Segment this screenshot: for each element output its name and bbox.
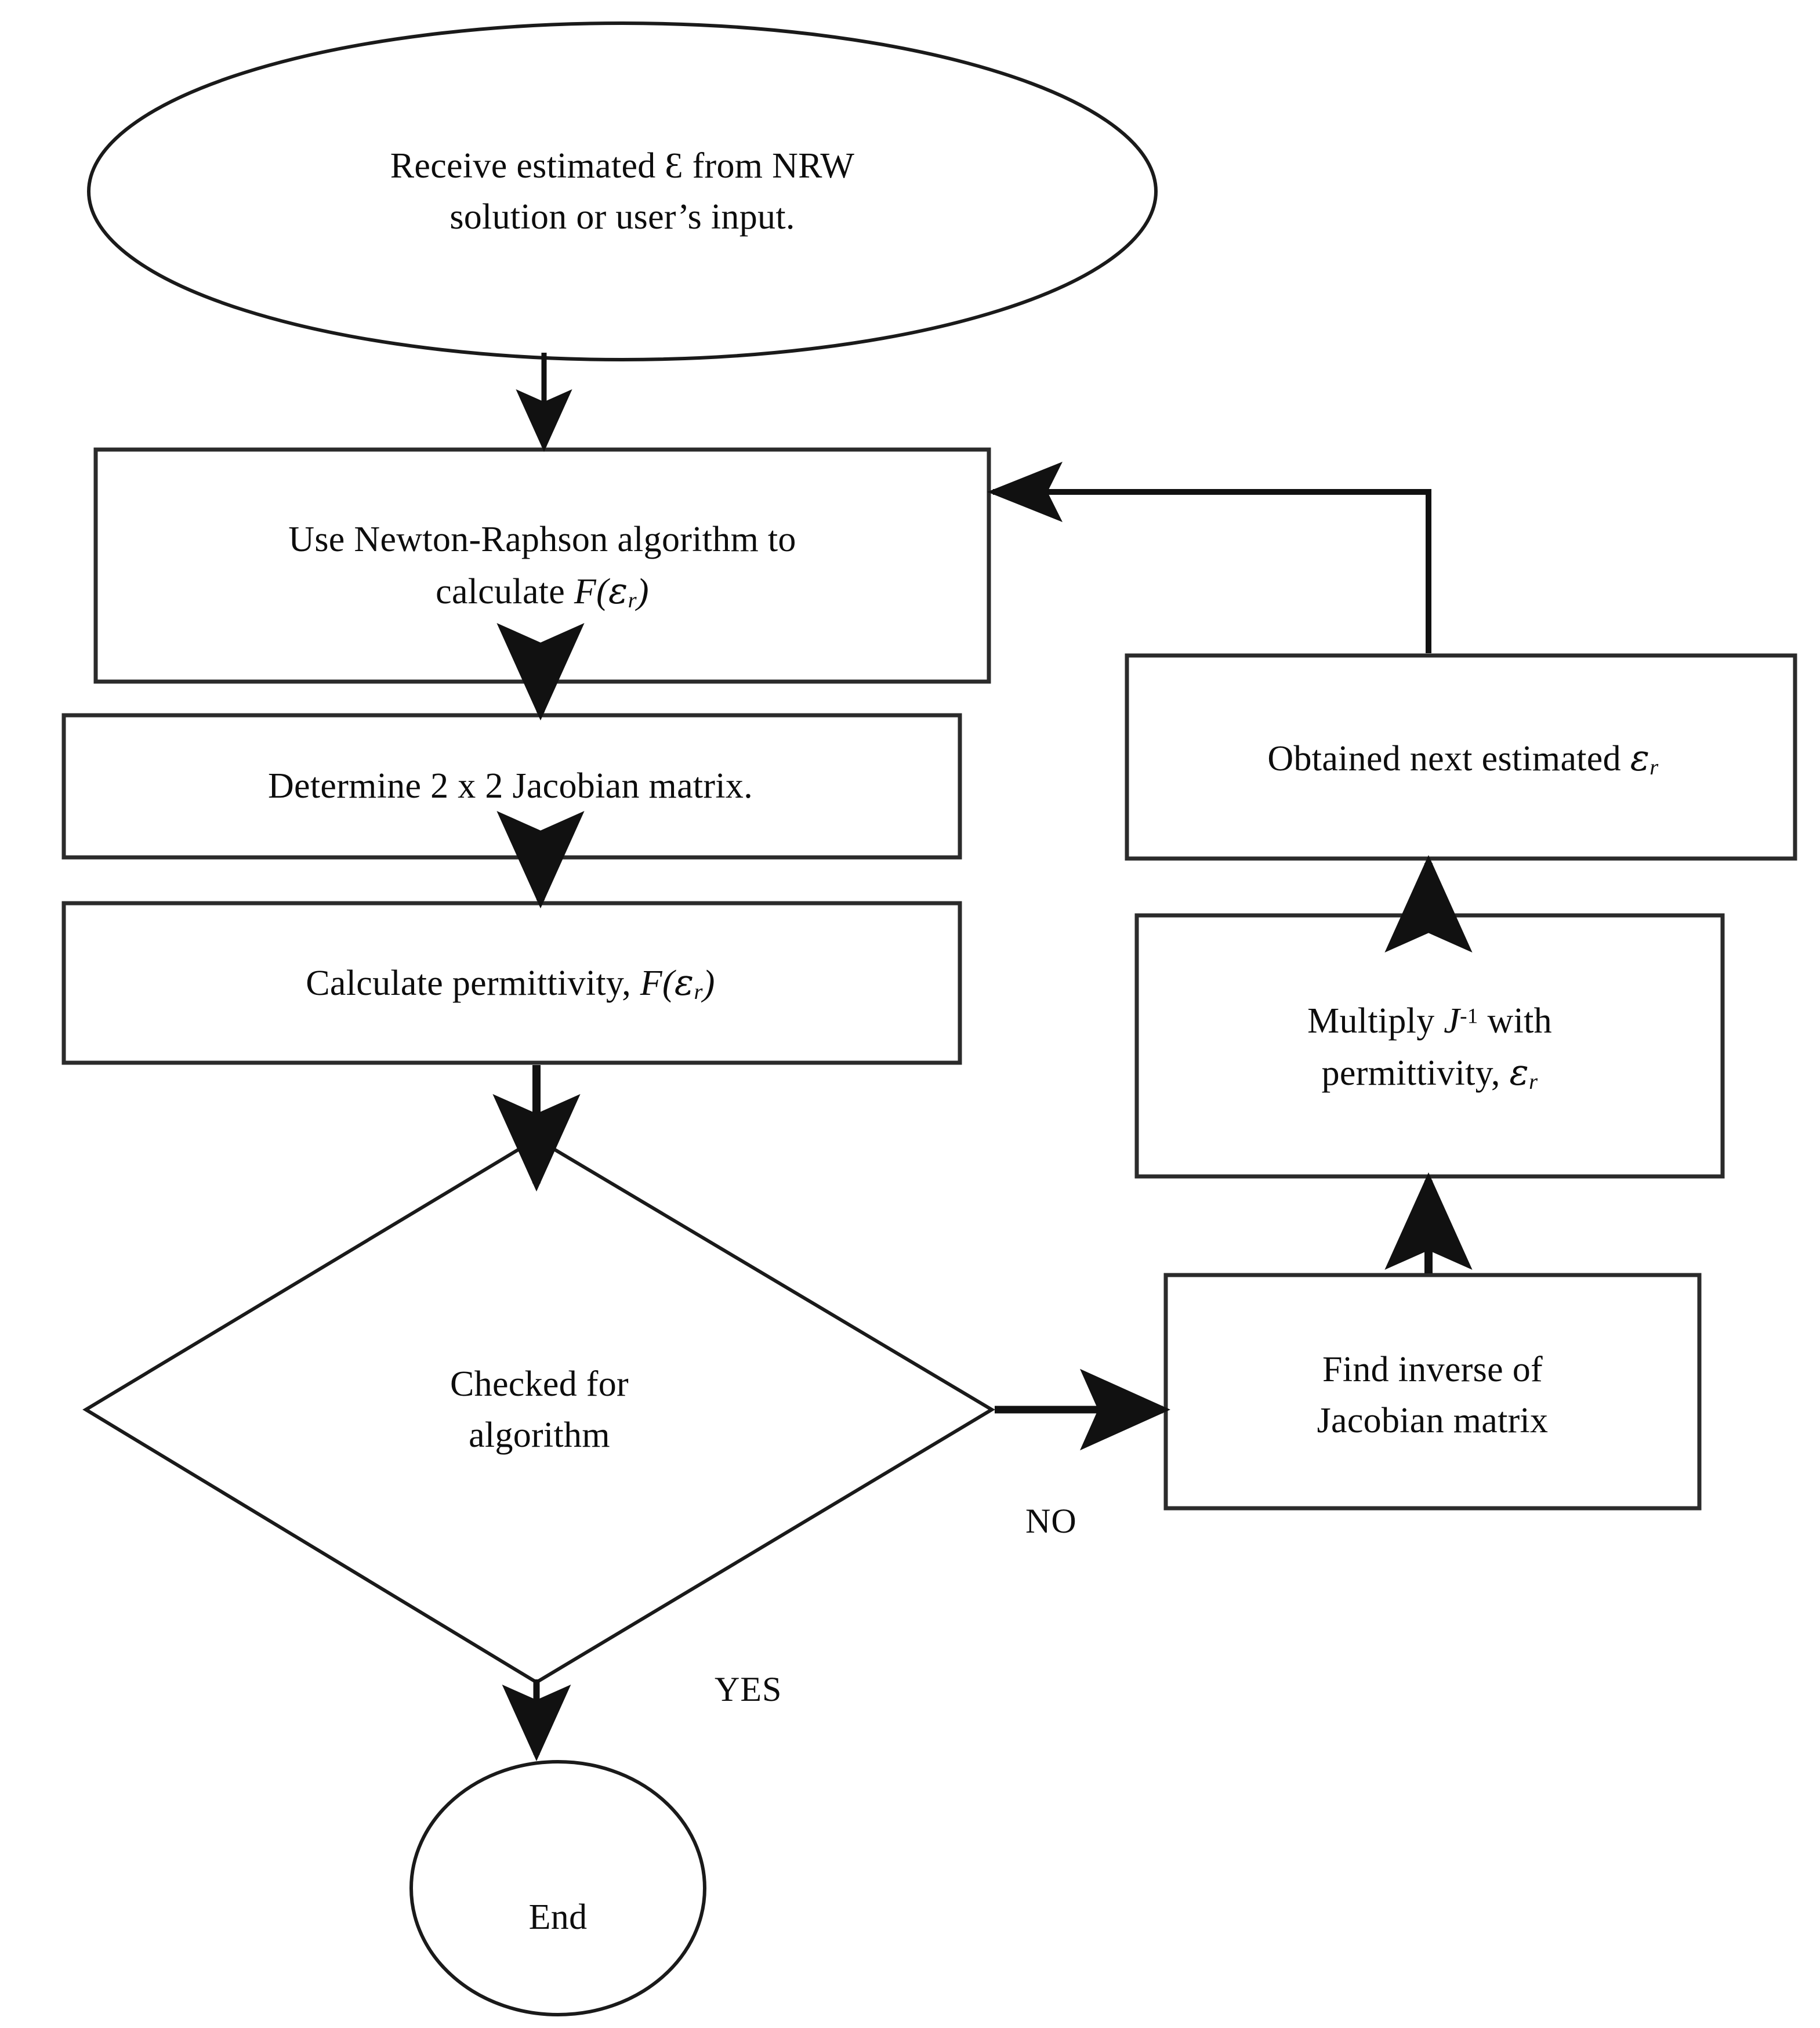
node-decision-shape: [82, 1136, 995, 1685]
node-permittivity-shape: [61, 901, 962, 1065]
node-start-shape: [87, 21, 1158, 361]
node-jacobian-shape: [61, 713, 962, 860]
node-multiply-shape: [1134, 913, 1725, 1179]
edge-label-yes: YES: [715, 1670, 782, 1708]
node-end-shape: [409, 1760, 706, 2016]
edge-obtained-to-newton-feedback: [987, 462, 1431, 653]
edge-label-no: NO: [1025, 1502, 1077, 1540]
node-newton-raphson-shape: [93, 447, 991, 684]
node-obtained-next-shape: [1125, 653, 1797, 861]
node-find-inverse-shape: [1163, 1273, 1702, 1511]
